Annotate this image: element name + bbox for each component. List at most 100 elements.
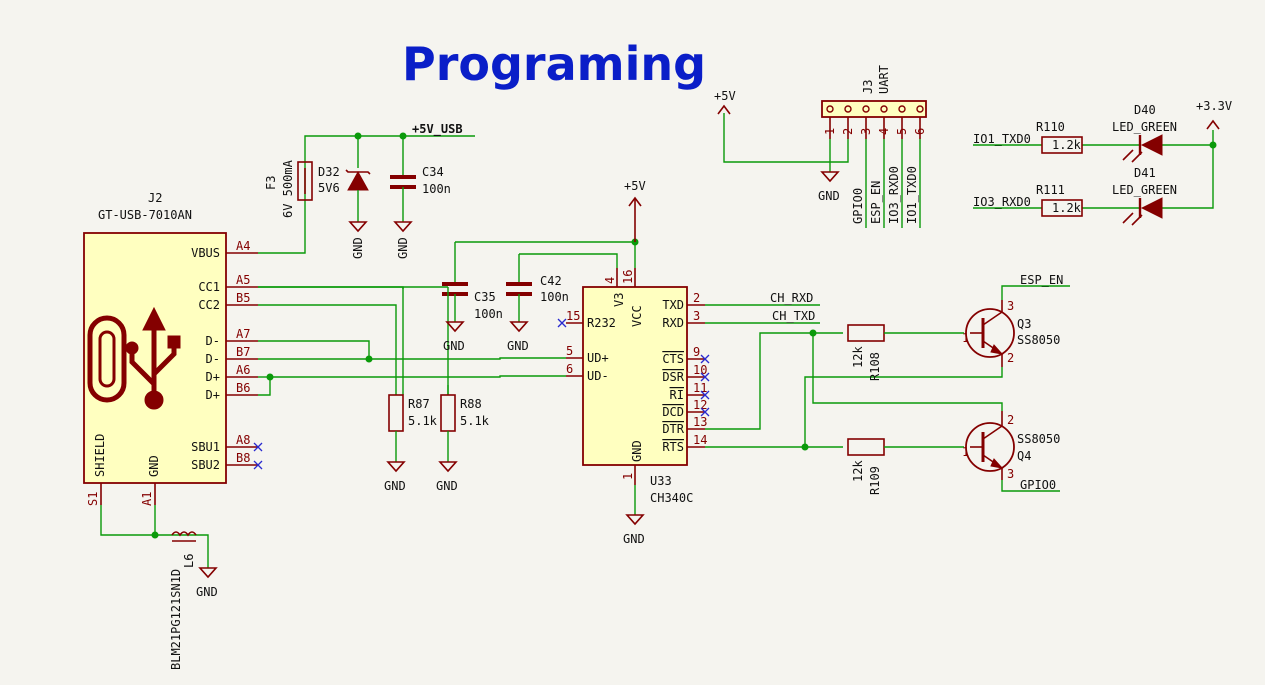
usb-c-port-icon [87, 315, 127, 403]
u33-pin-num-1: 1 [621, 473, 635, 480]
j2-pin-name: D+ [206, 370, 220, 384]
sheet-title: Programing [402, 37, 706, 91]
r88-ref: R88 [460, 397, 482, 411]
j3-label-io1-txd0: IO1_TXD0 [905, 166, 919, 224]
resistor-r111: 1.2k R111 [1036, 183, 1083, 217]
j2-pin-num: B8 [236, 451, 250, 465]
j2-pin-name: VBUS [191, 246, 220, 260]
r108-value: 12k [851, 346, 865, 368]
svg-text:1: 1 [962, 331, 969, 345]
net-io3-rxd0: IO3_RXD0 [973, 195, 1031, 209]
transistor-q4: 1 2 3 SS8050 Q4 [962, 411, 1060, 481]
u33-pin-num-16: 16 [621, 270, 635, 284]
j2-pin-num: B7 [236, 345, 250, 359]
power-5v-label-u33: +5V [624, 179, 646, 193]
j2-shield-num: S1 [86, 492, 100, 506]
r109-value: 12k [851, 460, 865, 482]
j2-value: GT-USB-7010AN [98, 208, 192, 222]
j2-shield-label: SHIELD [93, 434, 107, 477]
ground-label: GND [384, 479, 406, 493]
j2-pin-name: CC1 [198, 280, 220, 294]
ground-icon [509, 321, 529, 333]
u33-pin-name: R232 [587, 316, 616, 330]
u33-pin-v3: V3 [612, 293, 626, 307]
svg-text:2: 2 [1007, 413, 1014, 427]
j3-pin-num: 3 [859, 128, 873, 135]
power-5v-label-j3: +5V [714, 89, 736, 103]
ground-label: GND [351, 237, 365, 259]
u33-pin-num: 2 [693, 291, 700, 305]
u33-pin-name: RXD [662, 316, 684, 330]
net-gpio0: GPIO0 [1020, 478, 1056, 492]
ground-label: GND [436, 479, 458, 493]
l6-value: BLM21PG121SN1D [169, 569, 183, 670]
c42-ref: C42 [540, 274, 562, 288]
j2-ref: J2 [148, 191, 162, 205]
u33-pin-name: DTR [662, 422, 684, 436]
d40-value: LED_GREEN [1112, 120, 1177, 134]
d41-value: LED_GREEN [1112, 183, 1177, 197]
j2-pin-name: D- [206, 352, 220, 366]
ground-icon [820, 171, 840, 183]
u33-pin-vcc: VCC [630, 305, 644, 327]
net-io1-txd0: IO1_TXD0 [973, 132, 1031, 146]
ground-icon [445, 321, 465, 333]
j2-pin-num: A5 [236, 273, 250, 287]
r111-value: 1.2k [1052, 201, 1082, 215]
d32-value: 5V6 [318, 181, 340, 195]
j3-label-esp-en: ESP_EN [869, 181, 883, 224]
ground-icon [348, 221, 368, 233]
j2-gnd-num: A1 [140, 492, 154, 506]
resistor-r88: R88 5.1k [440, 287, 490, 462]
u33-pin-name: RI [670, 388, 684, 402]
led-d41: D41 LED_GREEN [1112, 166, 1177, 226]
j2-pin-num: A6 [236, 363, 250, 377]
j2-pin-name: SBU2 [191, 458, 220, 472]
ground-icon [386, 461, 406, 473]
u33-value: CH340C [650, 491, 693, 505]
f3-ref: F3 [264, 176, 278, 190]
c42-value: 100n [540, 290, 569, 304]
j3-pin-num: 4 [877, 128, 891, 135]
net-ch-txd: CH_TXD [772, 309, 815, 323]
q3-ref: Q3 [1017, 317, 1031, 331]
q4-value: SS8050 [1017, 432, 1060, 446]
j2-pin-num: A7 [236, 327, 250, 341]
svg-text:1: 1 [962, 445, 969, 459]
u33-pin-gnd: GND [630, 440, 644, 462]
capacitor-c35: C35 100n [442, 282, 503, 322]
c34-ref: C34 [422, 165, 444, 179]
j2-pin-num: B6 [236, 381, 250, 395]
j3-label-gpio0: GPIO0 [851, 188, 865, 224]
usb-trident-icon [125, 306, 181, 410]
u33-pin-name: DCD [662, 405, 684, 419]
u33-pin-num: 6 [566, 362, 573, 376]
d41-ref: D41 [1134, 166, 1156, 180]
c35-value: 100n [474, 307, 503, 321]
u33-pin-name: UD+ [587, 351, 609, 365]
j3-pin-num: 2 [841, 128, 855, 135]
u33-pin-num: 12 [693, 398, 707, 412]
svg-text:3: 3 [1007, 467, 1014, 481]
f3-value: 6V 500mA [281, 159, 295, 218]
j2-pin-name: SBU1 [191, 440, 220, 454]
u33-pin-num: 15 [566, 309, 580, 323]
u33-pin-name: DSR [662, 370, 684, 384]
u33-pin-name: CTS [662, 352, 684, 366]
power-symbols: +5V_USB +5V +5V +3.3V [412, 89, 1232, 242]
j3-label-io3-rxd0: IO3_RXD0 [887, 166, 901, 224]
ground-icon [198, 567, 218, 579]
svg-text:3: 3 [1007, 299, 1014, 313]
r110-value: 1.2k [1052, 138, 1082, 152]
resistor-r109: 12k R109 [847, 438, 964, 495]
resistor-r108: 12k R108 [847, 324, 964, 381]
u33-pin-num: 3 [693, 309, 700, 323]
power-5v-usb-label: +5V_USB [412, 122, 463, 137]
j3-pin-num: 5 [895, 128, 909, 135]
net-esp-en: ESP_EN [1020, 273, 1063, 287]
ground-label: GND [396, 237, 410, 259]
j2-pin-name: D+ [206, 388, 220, 402]
